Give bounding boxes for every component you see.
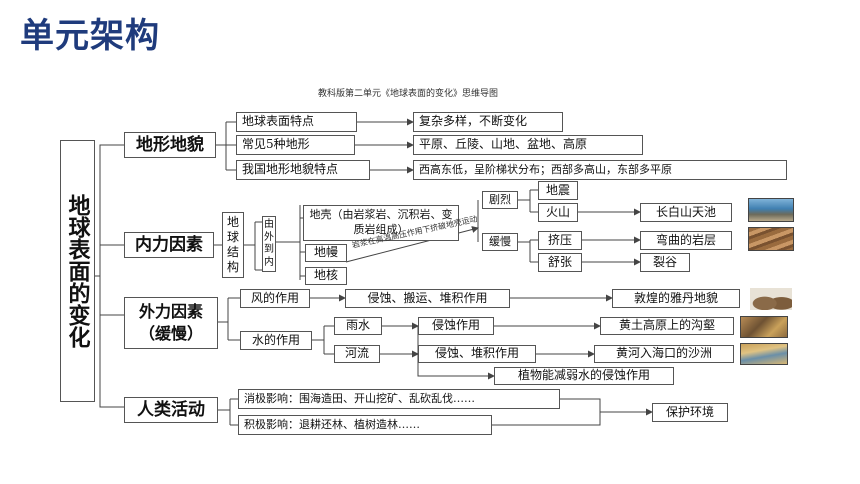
label-slow: 缓慢 bbox=[482, 233, 518, 251]
rain-result: 黄土高原上的沟壑 bbox=[600, 317, 734, 335]
event-earthquake: 地震 bbox=[538, 181, 578, 200]
event-compression: 挤压 bbox=[538, 231, 582, 250]
landform-item-2: 常见5种地形 bbox=[236, 135, 355, 155]
human-negative: 消极影响：围海造田、开山挖矿、乱砍乱伐…… bbox=[238, 389, 560, 409]
landform-item-1: 地球表面特点 bbox=[236, 112, 357, 132]
branch-human: 人类活动 bbox=[124, 397, 218, 423]
river-effect: 侵蚀、堆积作用 bbox=[418, 345, 536, 363]
wind-effect: 侵蚀、搬运、堆积作用 bbox=[345, 289, 510, 308]
tianchi-photo bbox=[748, 198, 794, 222]
water-action: 水的作用 bbox=[240, 331, 312, 350]
result-rift: 裂谷 bbox=[640, 253, 690, 272]
landform-item-3: 我国地形地貌特点 bbox=[236, 160, 370, 180]
layer-crust: 地壳（由岩浆岩、沉积岩、变质岩组成） bbox=[303, 205, 459, 241]
river-delta-photo bbox=[740, 343, 788, 365]
event-volcano: 火山 bbox=[538, 203, 578, 222]
layers-order: 由外到内 bbox=[262, 216, 276, 272]
root-topic: 地球表面的变化 bbox=[60, 140, 95, 402]
rain-effect: 侵蚀作用 bbox=[418, 317, 494, 335]
protect-environment: 保护环境 bbox=[652, 403, 728, 422]
label-violent: 剧烈 bbox=[482, 191, 518, 209]
wind-action: 风的作用 bbox=[240, 289, 310, 308]
layer-core: 地核 bbox=[305, 267, 347, 285]
result-tianchi: 长白山天池 bbox=[640, 203, 732, 222]
branch-landform: 地形地貌 bbox=[124, 132, 216, 158]
slide-title: 单元架构 bbox=[20, 16, 160, 56]
plants-effect: 植物能减弱水的侵蚀作用 bbox=[494, 367, 674, 385]
loess-gully-photo bbox=[740, 316, 788, 338]
river-result: 黄河入海口的沙洲 bbox=[594, 345, 734, 363]
landform-answer-2: 平原、丘陵、山地、盆地、高原 bbox=[413, 135, 643, 155]
rain: 雨水 bbox=[334, 317, 382, 335]
wind-result: 敦煌的雅丹地貌 bbox=[612, 289, 740, 308]
diagram-caption: 教科版第二单元《地球表面的变化》思维导图 bbox=[318, 89, 499, 99]
branch-internal: 内力因素 bbox=[124, 232, 214, 258]
landform-answer-3: 西高东低，呈阶梯状分布；西部多高山，东部多平原 bbox=[413, 160, 787, 180]
result-folded-rock: 弯曲的岩层 bbox=[640, 231, 732, 250]
river: 河流 bbox=[334, 345, 380, 363]
earth-structure: 地球结构 bbox=[222, 212, 244, 278]
folded-rock-photo bbox=[748, 227, 794, 251]
branch-external: 外力因素（缓慢） bbox=[124, 297, 218, 349]
yardang-photo bbox=[750, 288, 792, 310]
layer-mantle: 地幔 bbox=[305, 244, 347, 262]
event-extension: 舒张 bbox=[538, 253, 582, 272]
landform-answer-1: 复杂多样，不断变化 bbox=[413, 112, 563, 132]
human-positive: 积极影响：退耕还林、植树造林…… bbox=[238, 415, 492, 435]
